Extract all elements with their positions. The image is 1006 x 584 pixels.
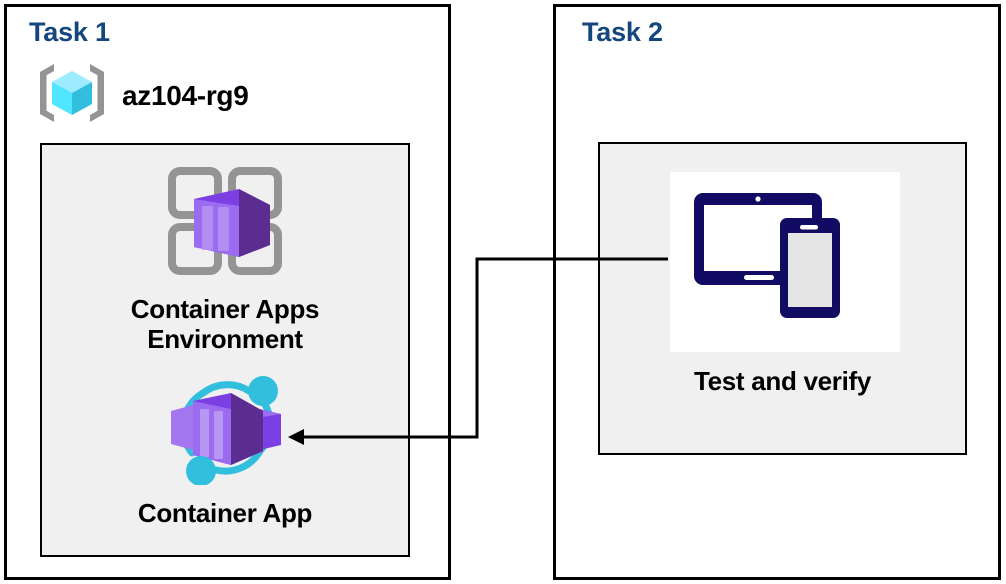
azure-resource-group-icon <box>36 60 108 131</box>
test-and-verify-label: Test and verify <box>693 366 872 396</box>
devices-tablet-phone-icon <box>690 185 880 340</box>
resource-group-row: az104-rg9 <box>36 60 249 131</box>
container-apps-environment-label: Container Apps Environment <box>130 294 320 355</box>
task-2-title: Task 2 <box>582 17 663 47</box>
task-2-resource-container: Test and verify <box>598 142 967 455</box>
task-1-resource-container: Container Apps Environment <box>40 143 410 557</box>
container-apps-environment-icon <box>162 161 288 286</box>
container-app-icon <box>159 367 291 490</box>
container-app-label: Container App <box>137 498 313 528</box>
resource-tile-container-app: Container App <box>42 367 408 528</box>
test-and-verify-image-frame <box>670 172 900 352</box>
resource-group-name: az104-rg9 <box>122 79 249 111</box>
task-1-title: Task 1 <box>29 17 110 47</box>
resource-tile-container-apps-environment: Container Apps Environment <box>42 161 408 354</box>
